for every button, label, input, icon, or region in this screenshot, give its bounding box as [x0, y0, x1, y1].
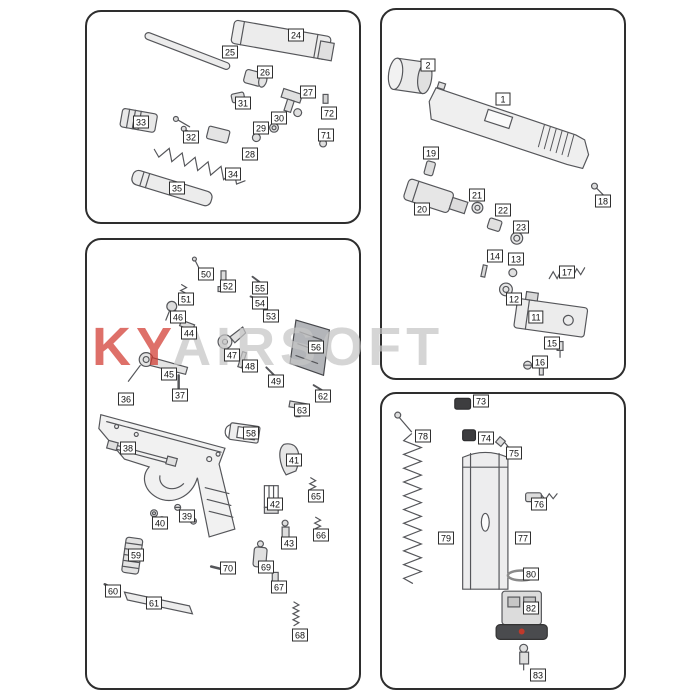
- part-label-17: 17: [558, 265, 576, 279]
- part-label-83: 83: [529, 668, 547, 682]
- part-label-70: 70: [219, 561, 237, 575]
- part-label-18: 18: [594, 194, 612, 208]
- part-label-65: 65: [307, 489, 325, 503]
- part-label-28: 28: [241, 147, 259, 161]
- part-label-22: 22: [494, 203, 512, 217]
- part-label-46: 46: [169, 310, 187, 324]
- part-label-67: 67: [270, 580, 288, 594]
- part-label-52: 52: [219, 279, 237, 293]
- part-label-31: 31: [234, 96, 252, 110]
- part-label-11: 11: [528, 310, 544, 324]
- part-label-55: 55: [251, 281, 269, 295]
- part-label-58: 58: [242, 426, 260, 440]
- part-label-13: 13: [507, 252, 525, 266]
- part-label-56: 56: [307, 340, 325, 354]
- part-label-35: 35: [168, 181, 186, 195]
- part-label-72: 72: [320, 106, 338, 120]
- part-label-76: 76: [530, 497, 548, 511]
- part-label-26: 26: [256, 65, 274, 79]
- part-label-44: 44: [180, 326, 198, 340]
- part-label-49: 49: [267, 374, 285, 388]
- part-label-42: 42: [266, 497, 284, 511]
- part-label-69: 69: [257, 560, 275, 574]
- part-label-29: 29: [252, 121, 270, 135]
- magazine-assembly-drawing: [394, 397, 558, 671]
- part-label-74: 74: [477, 431, 495, 445]
- slide-assembly-drawing: [387, 57, 607, 376]
- part-label-62: 62: [314, 389, 332, 403]
- barrel-assembly-drawing: [119, 19, 335, 207]
- part-label-19: 19: [422, 146, 440, 160]
- part-label-82: 82: [522, 601, 540, 615]
- part-label-2: 2: [420, 58, 436, 72]
- part-label-41: 41: [285, 453, 303, 467]
- part-label-50: 50: [197, 267, 215, 281]
- part-label-43: 43: [280, 536, 298, 550]
- part-label-48: 48: [241, 359, 259, 373]
- part-label-34: 34: [224, 167, 242, 181]
- part-label-61: 61: [145, 596, 163, 610]
- part-label-1: 1: [495, 92, 511, 106]
- part-label-39: 39: [178, 509, 196, 523]
- part-label-78: 78: [414, 429, 432, 443]
- part-label-59: 59: [127, 548, 145, 562]
- part-label-25: 25: [221, 45, 239, 59]
- part-label-45: 45: [160, 367, 178, 381]
- panel-magazine-assembly: 73 78 74 75 76 79 77 80 82 83: [380, 392, 626, 690]
- part-label-53: 53: [262, 309, 280, 323]
- part-label-27: 27: [299, 85, 317, 99]
- part-label-47: 47: [223, 348, 241, 362]
- part-label-75: 75: [505, 446, 523, 460]
- part-label-60: 60: [104, 584, 122, 598]
- part-label-66: 66: [312, 528, 330, 542]
- part-label-14: 14: [486, 249, 504, 263]
- part-label-79: 79: [437, 531, 455, 545]
- part-label-23: 23: [512, 220, 530, 234]
- part-label-24: 24: [287, 28, 305, 42]
- part-label-71: 71: [317, 128, 335, 142]
- part-label-20: 20: [413, 202, 431, 216]
- part-label-68: 68: [291, 628, 309, 642]
- part-label-32: 32: [182, 130, 200, 144]
- part-label-12: 12: [505, 292, 523, 306]
- part-label-51: 51: [177, 292, 195, 306]
- part-label-63: 63: [293, 403, 311, 417]
- part-label-36: 36: [117, 392, 135, 406]
- part-label-80: 80: [522, 567, 540, 581]
- part-label-30: 30: [270, 111, 288, 125]
- part-label-38: 38: [119, 441, 137, 455]
- part-label-33: 33: [132, 115, 150, 129]
- part-label-54: 54: [251, 296, 269, 310]
- part-label-40: 40: [151, 516, 169, 530]
- part-label-16: 16: [531, 355, 549, 369]
- frame-assembly-drawing: [98, 256, 331, 627]
- part-label-37: 37: [171, 388, 189, 402]
- part-label-77: 77: [514, 531, 532, 545]
- part-label-15: 15: [543, 336, 561, 350]
- part-label-73: 73: [472, 394, 490, 408]
- part-label-21: 21: [468, 188, 486, 202]
